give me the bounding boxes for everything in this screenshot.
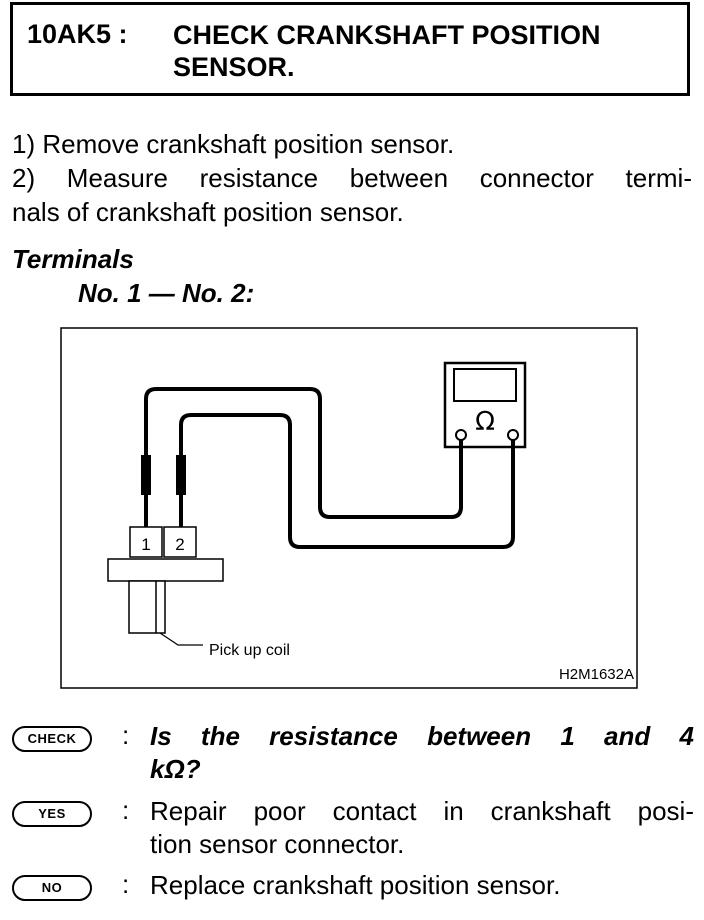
probe-1 (141, 455, 151, 495)
terminal-1-label: 1 (141, 535, 150, 554)
check-question-line2: kΩ? (150, 754, 201, 784)
terminal-2-label: 2 (175, 535, 184, 554)
result-no: NO : Replace crankshaft position sensor. (0, 869, 704, 909)
check-question-line1: Is the resistance between 1 and 4 (150, 721, 694, 751)
check-badge: CHECK (12, 726, 92, 752)
probe-wire-1 (144, 387, 463, 527)
no-badge: NO (12, 875, 92, 901)
ohmmeter-terminal-right (507, 429, 519, 441)
section-code: 10AK5 : (27, 19, 128, 49)
result-check: CHECK : Is the resistance between 1 and … (0, 720, 704, 784)
section-title-line1: CHECK CRANKSHAFT POSITION (173, 20, 601, 50)
ohmmeter: Ω (443, 361, 527, 449)
no-action: Replace crankshaft position sensor. (150, 870, 561, 900)
figure-frame (60, 327, 638, 689)
no-colon: : (122, 869, 130, 899)
connector-terminal-2 (163, 526, 197, 558)
step-2-line1: 2) Measure resistance between connector … (12, 163, 692, 193)
step-1: 1) Remove crankshaft position sensor. (12, 129, 455, 159)
section-header-box: 10AK5 : CHECK CRANKSHAFT POSITION SENSOR… (10, 2, 690, 96)
connector-terminal-1 (129, 526, 163, 558)
sensor-body (128, 580, 166, 634)
yes-badge: YES (12, 801, 92, 827)
check-colon: : (122, 720, 130, 750)
ohm-symbol: Ω (475, 407, 495, 437)
figure-code: H2M1632A (559, 666, 634, 683)
yes-action-line1: Repair poor contact in crankshaft posi- (150, 796, 694, 826)
yes-action: Repair poor contact in crankshaft posi- … (150, 795, 694, 861)
section-title: CHECK CRANKSHAFT POSITION SENSOR. (173, 19, 673, 83)
resistance-check-diagram: Ω 1 2 Pick up coil H2M1632A (60, 327, 638, 689)
ohmmeter-display (453, 368, 517, 402)
terminals-value: No. 1 — No. 2: (78, 278, 255, 308)
coil-leader-line (159, 632, 203, 646)
probe-wire-2 (179, 413, 515, 549)
sensor-flange (107, 558, 224, 582)
yes-action-line2: tion sensor connector. (150, 829, 405, 859)
result-yes: YES : Repair poor contact in crankshaft … (0, 795, 704, 859)
step-2-line2: nals of crankshaft position sensor. (12, 197, 404, 227)
yes-colon: : (122, 795, 130, 825)
probe-2 (176, 455, 186, 495)
coil-label: Pick up coil (209, 642, 290, 659)
section-title-line2: SENSOR. (173, 52, 295, 82)
ohmmeter-terminal-left (455, 429, 467, 441)
terminals-heading: Terminals (12, 244, 134, 274)
check-question: Is the resistance between 1 and 4 kΩ? (150, 720, 694, 786)
